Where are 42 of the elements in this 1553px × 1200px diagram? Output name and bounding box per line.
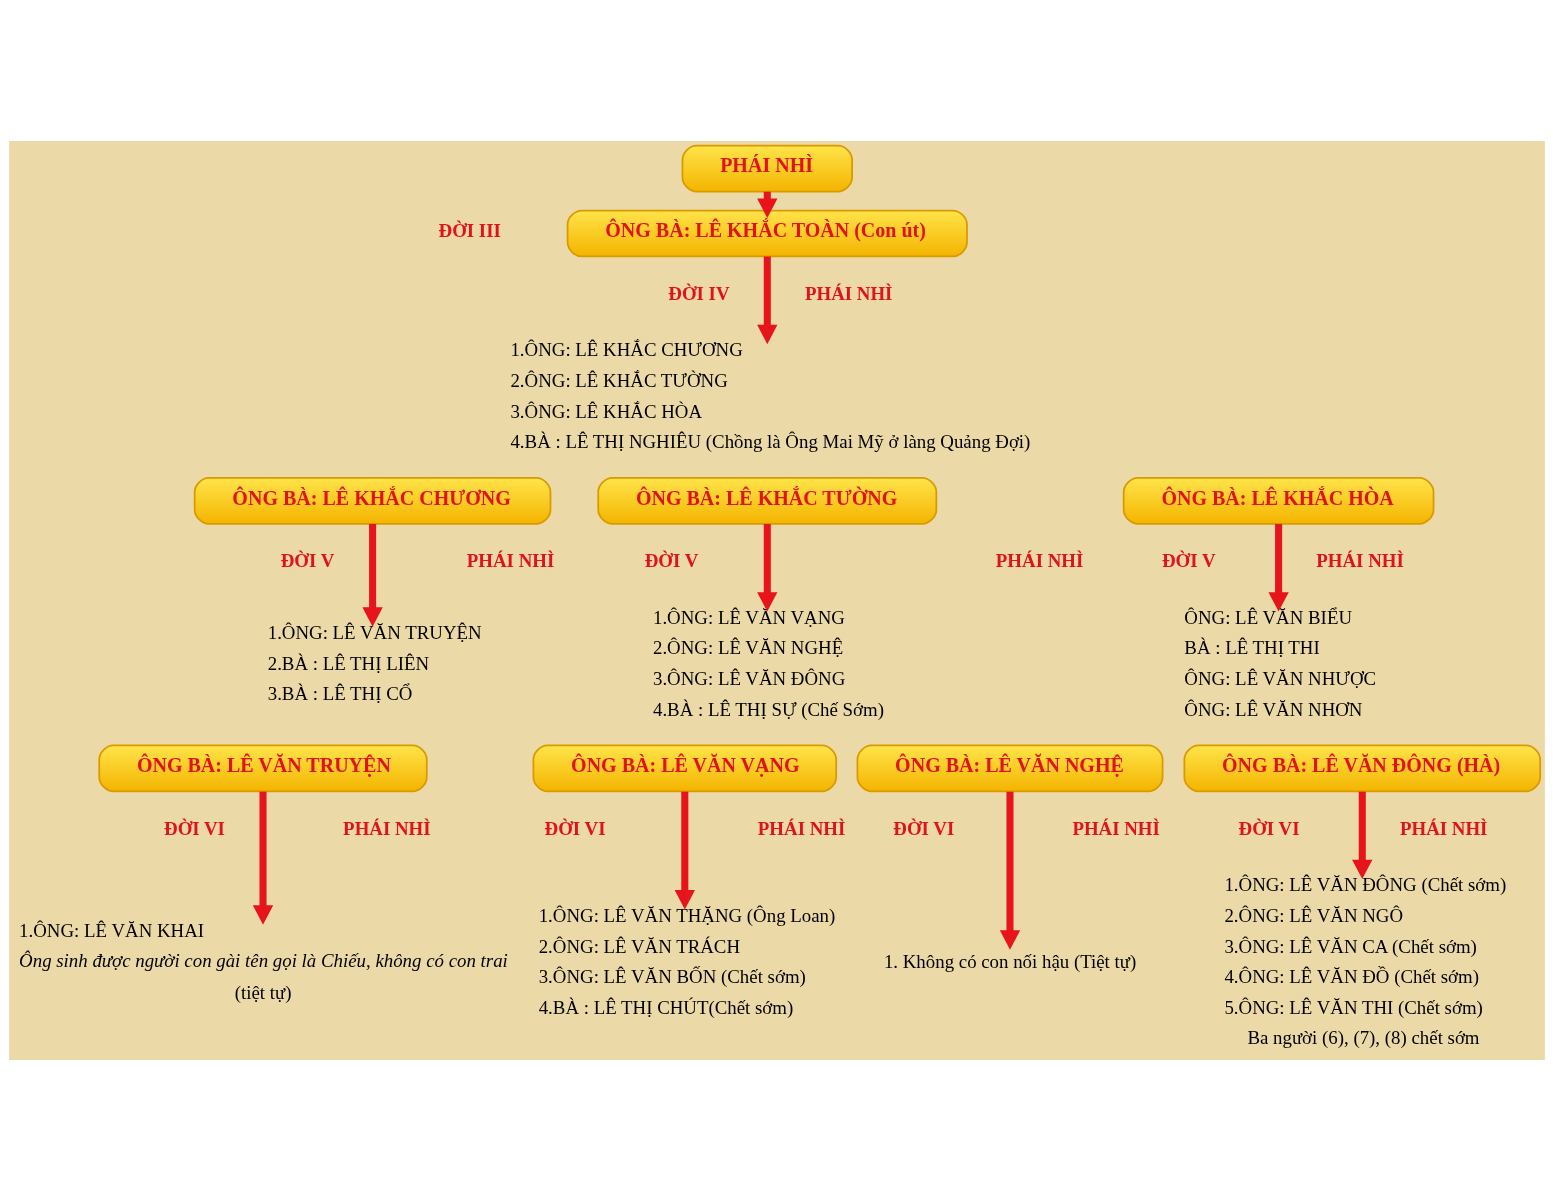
label: PHÁI NHÌ [1315, 549, 1404, 571]
arrow [756, 256, 777, 344]
label: PHÁI NHÌ [1071, 817, 1160, 839]
node-text: 1.ÔNG: LÊ KHẮC CHƯƠNG 2.ÔNG: LÊ KHẮC TƯỜNG 3.ÔNG: LÊ KHẮC HÒA 4.BÀ : LÊ THỊ NGHIÊU (Chồng là Ông Mai Mỹ ở làng Quảng Đợi) [509, 338, 1030, 452]
label: ĐỜI VI [892, 817, 954, 839]
node-text: 1.ÔNG: LÊ VĂN VẠNG 2.ÔNG: LÊ VĂN NGHỆ 3.ÔNG: LÊ VĂN ĐÔNG 4.BÀ : LÊ THỊ SỰ (Chế Sớm) [652, 606, 884, 720]
label: PHÁI NHÌ [995, 549, 1083, 571]
arrow [1267, 523, 1289, 612]
node-text: 1.ÔNG: LÊ VĂN KHAI Ông sinh được người con gài tên gọi là Chiếu, không có con trai (tiệt tự) [18, 919, 508, 1002]
label: PHÁI NHÌ [342, 817, 431, 839]
node-text: ÔNG: LÊ VĂN BIỂU BÀ : LÊ THỊ THI ÔNG: LÊ VĂN NHƯỢC ÔNG: LÊ VĂN NHƠN [1183, 606, 1376, 720]
node-box: ÔNG BÀ: LÊ VĂN VẠNG [532, 744, 837, 792]
node-text: 1. Không có con nối hậu (Tiệt tự) [883, 950, 1136, 972]
node-box: ÔNG BÀ: LÊ VĂN NGHỆ [856, 744, 1163, 792]
node-box: ÔNG BÀ: LÊ KHẮC CHƯƠNG [193, 476, 551, 525]
node-box: ÔNG BÀ: LÊ KHẮC TƯỜNG [596, 476, 937, 525]
arrow [756, 523, 777, 612]
label: PHÁI NHÌ [804, 282, 892, 304]
label: PHÁI NHÌ [757, 817, 845, 839]
node-box: PHÁI NHÌ [681, 144, 853, 193]
label: ĐỜI V [644, 549, 698, 571]
label: ĐỜI IV [667, 282, 730, 304]
arrow [252, 791, 273, 925]
label: ĐỜI V [280, 549, 334, 571]
node-text: 1.ÔNG: LÊ VĂN ĐÔNG (Chết sớm) 2.ÔNG: LÊ VĂN NGÔ 3.ÔNG: LÊ VĂN CA (Chết sớm) 4.ÔNG: LÊ VĂN ĐỒ (Chết sớm) 5.ÔNG: LÊ VĂN THI (Chết sớm) Ba người (6), (7), (8) chết sớm [1223, 873, 1506, 1048]
node-box: ÔNG BÀ: LÊ KHẮC HÒA [1122, 476, 1434, 525]
arrow [1351, 791, 1372, 879]
label: ĐỜI VI [1238, 817, 1299, 839]
arrow [361, 523, 383, 627]
label: PHÁI NHÌ [1399, 817, 1487, 839]
label: ĐỜI V [1161, 549, 1216, 571]
arrow [999, 791, 1020, 950]
label: ĐỜI III [438, 219, 501, 241]
arrow [674, 791, 695, 909]
node-box: ÔNG BÀ: LÊ VĂN TRUYỆN [97, 744, 428, 792]
label: ĐỜI VI [544, 817, 606, 839]
node-text: 1.ÔNG: LÊ VĂN TRUYỆN 2.BÀ : LÊ THỊ LIÊN 3.BÀ : LÊ THỊ CỔ [267, 621, 482, 704]
node-text: 1.ÔNG: LÊ VĂN THẶNG (Ông Loan) 2.ÔNG: LÊ VĂN TRÁCH 3.ÔNG: LÊ VĂN BỐN (Chết sớm) 4.BÀ : LÊ THỊ CHÚT(Chết sớm) [538, 904, 835, 1018]
node-box: ÔNG BÀ: LÊ KHẮC TOÀN (Con út) [566, 209, 968, 257]
label: ĐỜI VI [163, 817, 225, 839]
label: PHÁI NHÌ [466, 549, 554, 571]
node-box: ÔNG BÀ: LÊ VĂN ĐÔNG (HÀ) [1182, 744, 1541, 792]
